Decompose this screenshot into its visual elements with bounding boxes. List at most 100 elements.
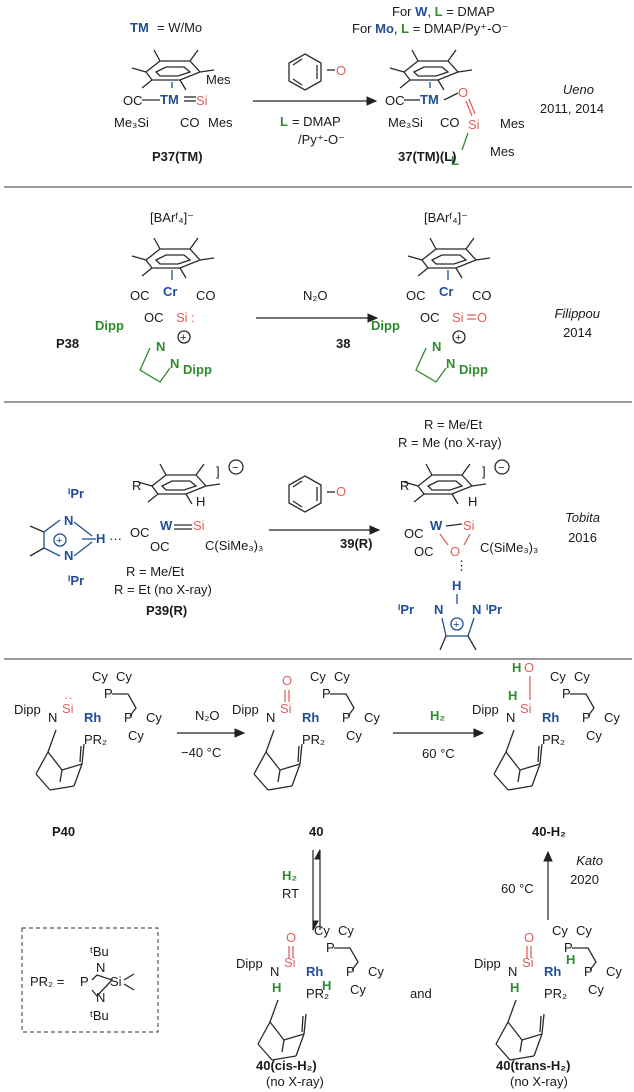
label-dipp-top: Dipp [371,318,400,333]
citation-filippou-year: 2014 [563,325,592,340]
label-o: O [524,930,534,945]
arrow-up: 60 °C [501,850,553,920]
temp-h2: 60 °C [422,746,455,761]
label-w: W [160,518,173,533]
structure-p40: Dipp N Si ·· Rh Cy Cy P P Cy Cy PR₂ P40 [14,669,162,839]
reagent-n2o: N₂O [195,708,220,723]
panel-tobita: R = Me/Et R = Me (no X-ray) ⁱPr N N ⁱPr … [29,417,600,651]
label-si: Si [284,955,296,970]
label-p1: P [564,940,573,955]
label-mes-top: Mes [206,72,231,87]
label-dipp: Dipp [472,702,499,717]
label-oc: OC [406,288,426,303]
label-dipp: Dipp [474,956,501,971]
label-si-lonepair: ·· [64,690,73,705]
label-co: CO [180,115,200,130]
label-o: O [477,310,487,325]
reagent-l-line2: /Py⁺-O⁻ [298,132,345,147]
label-p1: P [562,686,571,701]
compound-39: 39(R) [340,536,373,551]
tm-legend: TM = W/Mo [130,20,202,35]
legend-n-top: N [96,960,105,975]
structure-37: OC TM O Si Mes Mes Me₃Si CO L 37(TM)(L) [385,49,525,168]
label-o: O [458,85,468,100]
arrow-h2: H₂ 60 °C [393,708,485,761]
label-cy: Cy [550,669,566,684]
label-l: L [451,153,459,168]
label-n1: N [434,602,443,617]
label-cy: Cy [576,923,592,938]
label-cy: Cy [586,728,602,743]
label-n: N [266,710,275,725]
compound-38: 38 [336,336,350,351]
label-mes-bottom: Mes [490,144,515,159]
structure-p39: ⁱPr N N ⁱPr + H ··· OC OC W Si R H ] − [29,459,263,618]
label-co: CO [196,288,216,303]
label-oc: OC [404,526,424,541]
label-cy: Cy [604,710,620,725]
condition-mo: For Mo, L = DMAP/Py⁺-O⁻ [352,21,508,36]
label-n: N [508,964,517,979]
label-pr2: PR₂ [544,986,567,1001]
structure-40-h2: H O H Dipp N Si Rh Cy Cy P P Cy Cy PR₂ 4… [472,660,620,839]
r-def-right-2: R = Me (no X-ray) [398,435,502,450]
r-def-right-1: R = Me/Et [424,417,483,432]
label-mes-right: Mes [500,116,525,131]
compound-p38: P38 [56,336,79,351]
label-pyo-o: O [336,484,346,499]
label-si: Si [62,701,74,716]
label-rh: Rh [306,964,323,979]
legend-si: Si [110,974,122,989]
label-h1: H [510,980,519,995]
label-oc: OC [385,93,405,108]
structure-p38: [BArᶠ₄]⁻ OC Cr CO OC Si : + N N Dipp Dip… [56,210,216,383]
label-oc-2: OC [150,539,170,554]
arrow-n2o: N₂O −40 °C [177,708,246,760]
label-r: R [400,478,409,493]
label-rh: Rh [542,710,559,725]
label-h2: H [566,952,575,967]
label-cy: Cy [368,964,384,979]
legend-p: P [80,974,89,989]
label-cy: Cy [310,669,326,684]
label-dipp: Dipp [14,702,41,717]
label-dipp: Dipp [236,956,263,971]
label-anion: [BArᶠ₄]⁻ [424,210,468,225]
structure-40-cis-h2: O Dipp N Si H Rh H Cy Cy P P Cy Cy PR₂ 4… [236,923,384,1089]
citation-kato-year: 2020 [570,872,599,887]
label-dipp: Dipp [232,702,259,717]
label-p2: P [342,710,351,725]
arrow-tobita: O [269,475,381,535]
label-n: N [506,710,515,725]
label-h2: H [322,978,331,993]
compound-40-trans-h2: 40(trans-H₂) [496,1058,570,1073]
legend-pr2: PR₂ = ᵗBu N P Si N ᵗBu [21,927,159,1033]
label-hbond: ··· [109,531,122,546]
compound-37: 37(TM)(L) [398,149,457,164]
label-ipr-bottom: ⁱPr [68,573,84,588]
structure-40-trans-h2: O Dipp N Si H Rh H Cy Cy P P Cy Cy PR₂ 4… [474,923,622,1089]
label-h-oh: H [512,660,521,675]
note-no-xray-cis: (no X-ray) [266,1074,324,1089]
citation-kato-author: Kato [576,853,603,868]
label-p2: P [584,964,593,979]
condition-w: For W, L = DMAP [392,4,495,19]
compound-p40: P40 [52,824,75,839]
reagent-l: L= DMAP [280,114,341,129]
label-dipp-top: Dipp [95,318,124,333]
label-o: O [282,673,292,688]
temp-rt: RT [282,886,299,901]
label-cy: Cy [338,923,354,938]
label-n: N [270,964,279,979]
arrow-filippou: N₂O [256,288,379,323]
label-pyo-o: O [336,63,346,78]
equilibrium-h2: H₂ RT [282,848,321,932]
r-def-left-1: R = Me/Et [126,564,185,579]
label-bracket: ] [216,464,220,479]
label-h1: H [272,980,281,995]
r-def-left-2: R = Et (no X-ray) [114,582,212,597]
label-oc-2: OC [420,310,440,325]
label-p1: P [322,686,331,701]
label-n2: N [446,356,455,371]
